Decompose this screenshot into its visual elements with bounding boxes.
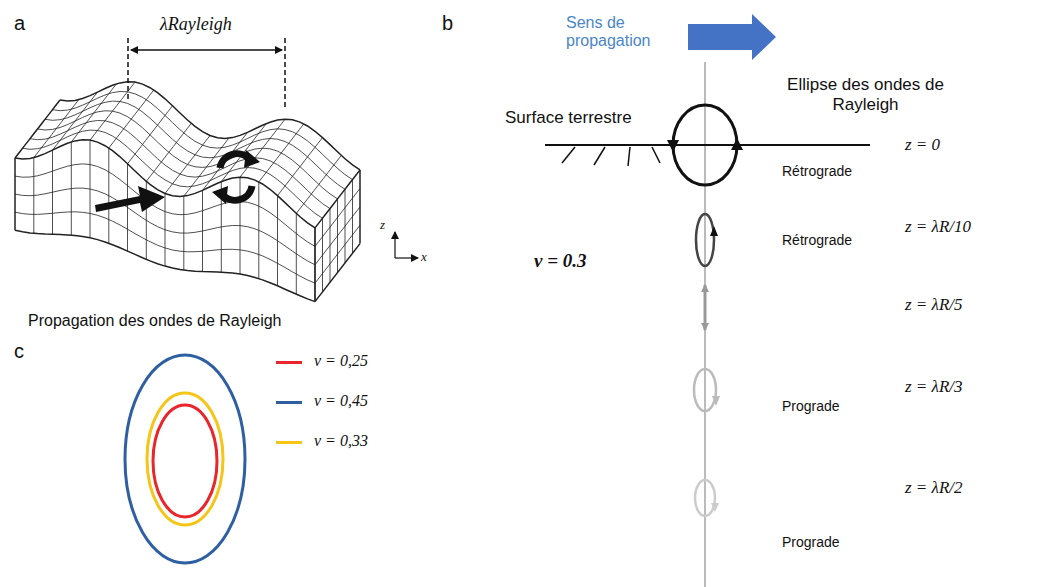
dashed-line [127, 38, 129, 100]
ellipse-033 [147, 393, 223, 525]
legend-swatch [276, 361, 302, 364]
particle-ellipse [696, 214, 714, 266]
text-label: Rétrograde [782, 163, 852, 179]
text-label: z = λR/3 [905, 377, 963, 397]
text-label: Surface terrestre [505, 108, 632, 128]
text-label: z = 0 [905, 135, 940, 155]
text-label: z = λR/5 [905, 295, 963, 315]
mesh-line [38, 111, 338, 199]
ground-surface [545, 144, 870, 146]
text-label: a [14, 12, 25, 35]
ellipse-arrowhead [712, 396, 720, 406]
mesh-line [15, 188, 315, 265]
text-label: z = λR/2 [905, 478, 963, 498]
particle-ellipse [694, 369, 716, 411]
text-label: z = λR/10 [905, 217, 971, 237]
text-label: Rétrograde [782, 232, 852, 248]
dimension-arrow [131, 49, 282, 51]
mesh-line [315, 207, 360, 265]
mesh-line [15, 212, 315, 283]
text-label: Propagation des ondes de Rayleigh [28, 312, 282, 330]
legend-text: ν = 0,45 [314, 392, 368, 410]
mesh-line [23, 130, 323, 218]
legend-swatch [276, 441, 302, 444]
dashed-line [284, 38, 286, 110]
vertical-axis [704, 62, 706, 587]
text-label: z [380, 218, 385, 233]
mesh-line [15, 230, 315, 301]
particle-ellipse [695, 480, 715, 516]
mesh-line [315, 188, 360, 246]
mesh-line [15, 140, 315, 228]
ground-hatch [562, 147, 660, 166]
text-label: Sens de propagation [566, 14, 661, 51]
ellipse-arrowheads [667, 138, 743, 152]
text-label: Prograde [782, 398, 840, 414]
legend-text: ν = 0,33 [314, 432, 368, 450]
text-label: ν = 0.3 [534, 250, 587, 272]
wave-mesh [15, 82, 360, 302]
text-label: λRayleigh [160, 14, 232, 35]
vertical-motion [704, 285, 707, 330]
mesh-line [315, 244, 360, 302]
legend-text: ν = 0,25 [314, 352, 368, 370]
rotation-arrowheads [212, 150, 260, 204]
z-axis [394, 232, 395, 258]
ellipse-arrowhead [710, 226, 718, 236]
mesh-line [60, 82, 360, 170]
text-label: b [442, 12, 453, 35]
x-axis [395, 257, 418, 258]
mesh-line [45, 101, 345, 189]
text-label: c [14, 340, 24, 363]
legend-swatch [276, 401, 302, 404]
direction-arrow [688, 14, 776, 60]
ellipse-arrowhead [711, 503, 719, 512]
propagation-arrow [95, 186, 165, 212]
mesh-line [359, 170, 361, 244]
particle-ellipse [673, 105, 737, 185]
mesh-line [315, 225, 360, 283]
text-label: x [421, 250, 427, 265]
text-label: Ellipse des ondes de Rayleigh [778, 75, 953, 114]
ellipse-045 [125, 355, 245, 563]
ellipse-025 [153, 405, 217, 517]
text-label: Prograde [782, 534, 840, 550]
